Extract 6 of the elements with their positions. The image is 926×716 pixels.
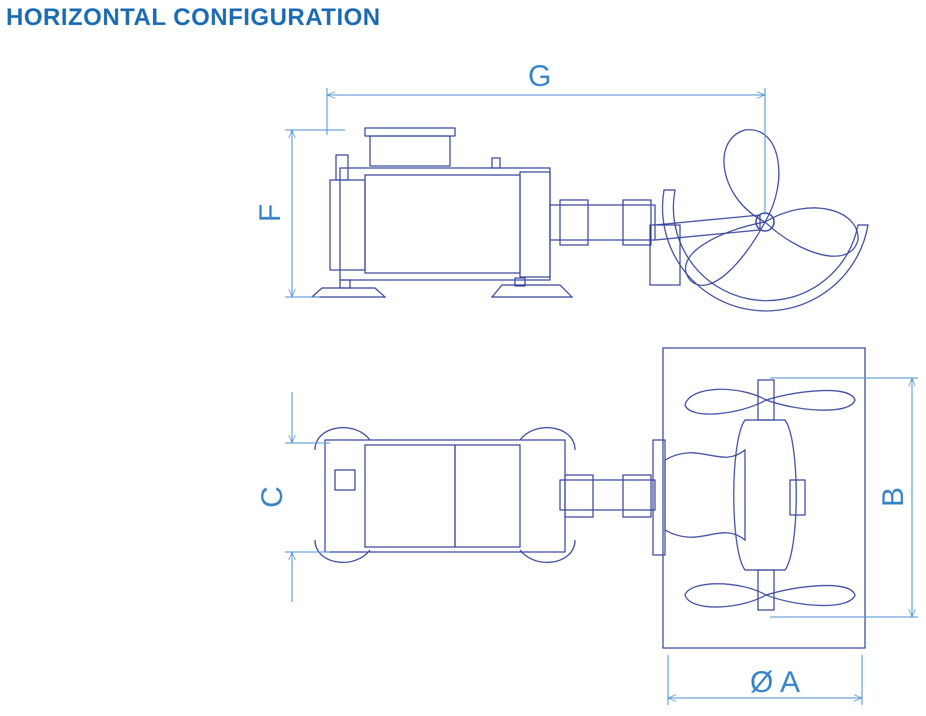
dimension-label: F [256,204,286,222]
dimension-label: B [879,487,909,507]
dimension-label: Ø A [750,668,800,698]
dimension-label: G [528,62,552,92]
dimension-label: C [258,486,288,508]
title: HORIZONTAL CONFIGURATION [6,4,381,32]
